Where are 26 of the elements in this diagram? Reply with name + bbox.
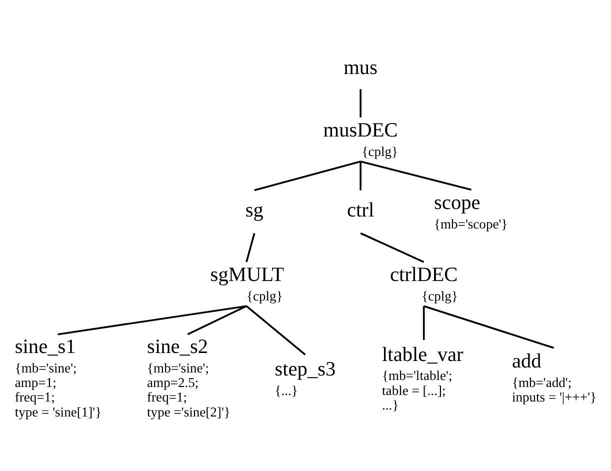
node-text: sine_s2 {mb='sine'; amp=2.5; freq=1; type ='sine[2]'} <box>147 336 230 420</box>
node-text: ltable_var {mb='ltable'; table = [...]; ...} <box>382 344 464 413</box>
node-text: sgMULT <box>210 264 284 286</box>
node-text: ctrlDEC <box>390 264 458 286</box>
node-label: {cplg} <box>246 288 283 304</box>
connector <box>360 89 362 118</box>
connector <box>187 305 247 336</box>
connector <box>360 162 362 190</box>
node-text: scope {mb='scope'} <box>434 192 508 232</box>
node-text: musDEC <box>323 120 398 142</box>
connector <box>360 160 472 191</box>
node-text: mus <box>344 56 378 79</box>
connector <box>360 232 424 263</box>
node-label: {cplg} <box>422 288 458 304</box>
node-text: add {mb='add'; inputs = '|+++'} <box>512 350 597 405</box>
node-text: sg <box>245 200 264 222</box>
connector <box>254 160 361 192</box>
node-text: step_s3 {...} <box>274 358 336 398</box>
connector <box>422 306 425 340</box>
node-text: sine_s1 {mb='sine'; amp=1; freq=1; type = 'sine[1]'} <box>14 336 102 420</box>
node-text: ctrl <box>347 200 374 222</box>
node-label: {cplg} <box>362 144 398 159</box>
connector <box>58 305 247 336</box>
connector <box>246 233 256 262</box>
connector <box>246 305 306 356</box>
connector <box>424 305 554 349</box>
